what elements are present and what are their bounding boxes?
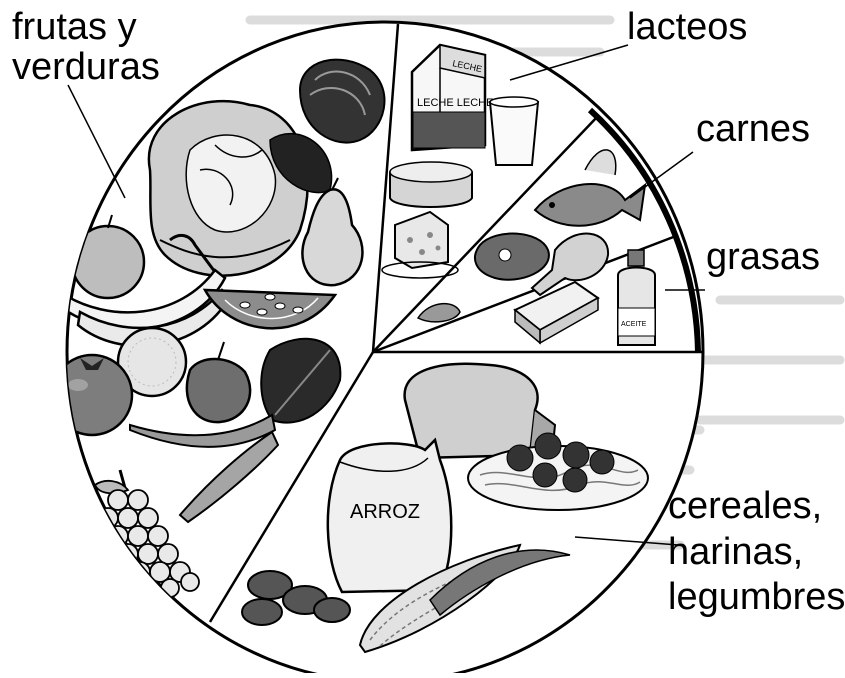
label-cereales-line2: harinas, bbox=[668, 530, 845, 576]
milk-glass-icon bbox=[490, 97, 538, 165]
steak-icon bbox=[475, 234, 549, 280]
label-lacteos: lacteos bbox=[627, 8, 747, 48]
label-cereales-line3: legumbres bbox=[668, 575, 845, 621]
label-grasas: grasas bbox=[706, 238, 820, 278]
label-frutas-verduras: frutas y verduras bbox=[12, 8, 160, 88]
label-frutas-line2: verduras bbox=[12, 48, 160, 88]
milk-carton-icon: LECHE LECHE LECHE bbox=[412, 45, 493, 150]
tomato-icon bbox=[52, 355, 132, 435]
milk-carton-front-text: LECHE LECHE bbox=[417, 97, 493, 109]
label-cereales-line1: cereales, bbox=[668, 484, 845, 530]
cheese-wheel-icon bbox=[390, 162, 472, 207]
cabbage-icon bbox=[149, 101, 308, 276]
rice-sack-icon: ARROZ bbox=[328, 440, 451, 592]
oil-bottle-label-text: ACEITE bbox=[621, 321, 647, 328]
label-carnes: carnes bbox=[696, 110, 810, 150]
label-cereales: cereales, harinas, legumbres bbox=[668, 484, 845, 621]
rice-sack-label-text: ARROZ bbox=[350, 501, 420, 523]
label-frutas-line1: frutas y bbox=[12, 8, 160, 48]
